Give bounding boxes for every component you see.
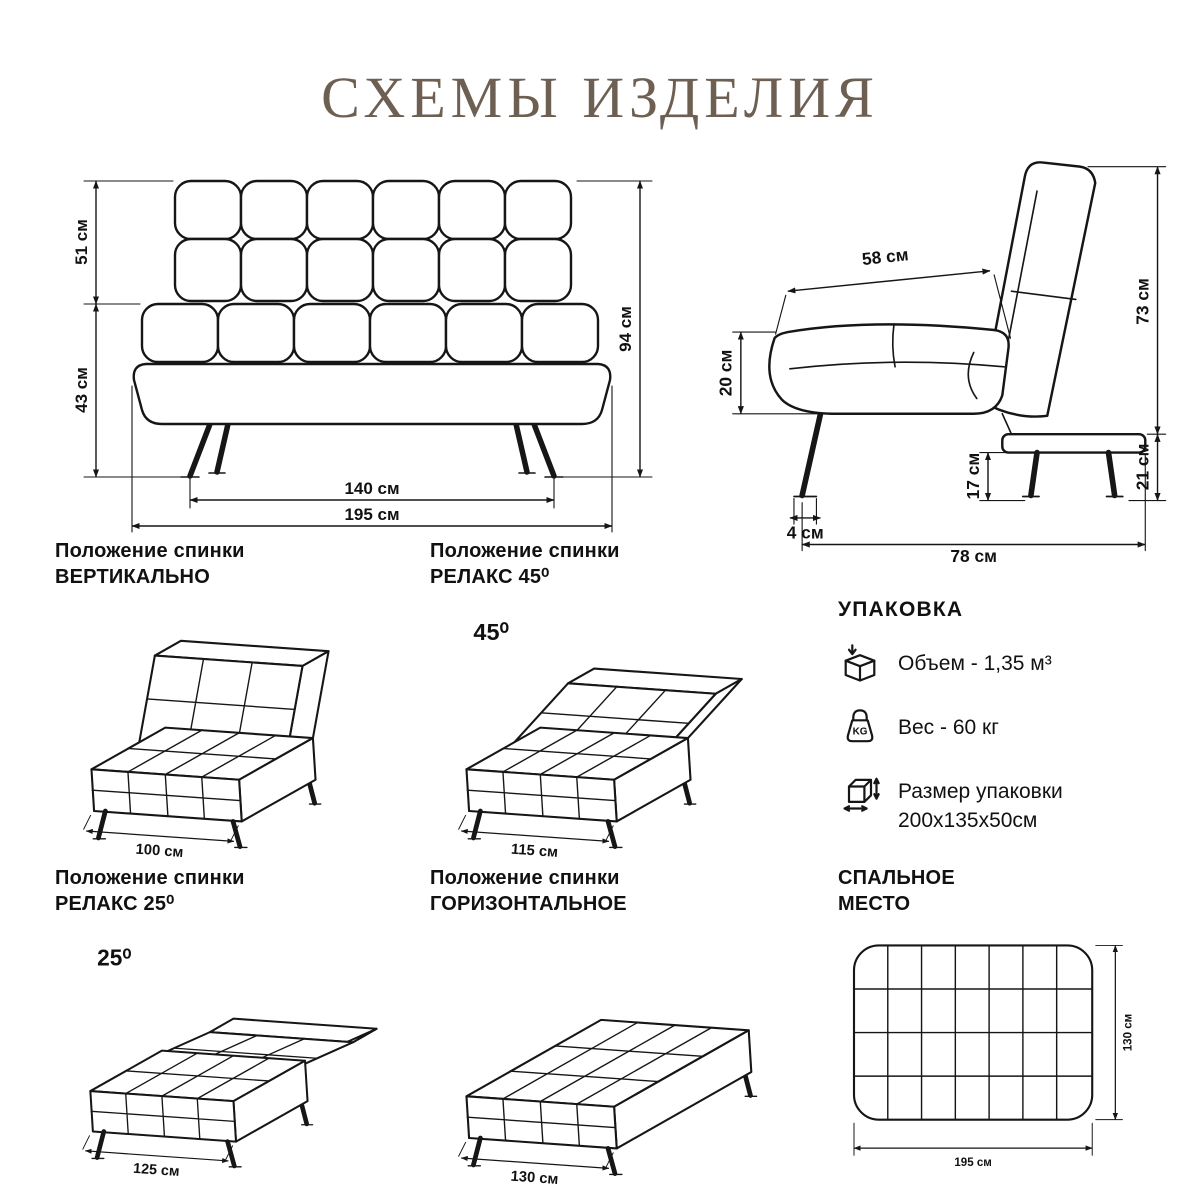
position-horizontal-dimension: 130 см xyxy=(458,1141,614,1186)
box-icon xyxy=(844,644,876,682)
dim-label-base-height: 21 см xyxy=(1132,444,1152,491)
dim-label-depth: 100 см xyxy=(135,842,184,859)
sleeping-area-dimensions: 130 см 195 см xyxy=(853,944,1134,1169)
packaging-section: УПАКОВКА Объем - 1,35 м³ KG Вес - 60 кг … xyxy=(838,598,1178,836)
sleeping-area-section: СПАЛЬНОЕ МЕСТО 130 см 195 см xyxy=(838,865,1178,1173)
angle-label-45: 45⁰ xyxy=(473,619,508,645)
weight-icon: KG xyxy=(846,709,874,743)
heading-line1: Положение спинки xyxy=(430,867,620,889)
packaging-title: УПАКОВКА xyxy=(838,598,964,621)
position-vertical-heading: Положение спинки ВЕРТИКАЛЬНО xyxy=(55,538,415,590)
dim-label-seat-front-height: 20 см xyxy=(716,350,736,397)
front-view-dimensions: 51 см 43 см 94 см 140 см 195 см xyxy=(72,180,653,533)
dim-label-total-height: 94 см xyxy=(616,306,635,352)
dim-label-width: 195 см xyxy=(954,1157,991,1169)
dim-label-foot: 4 см xyxy=(787,522,824,542)
side-view-dimensions: 58 см 73 см 21 см 20 см 17 см 4 см 78 см xyxy=(716,166,1167,566)
heading-line2: ГОРИЗОНТАЛЬНОЕ xyxy=(430,893,627,915)
heading-line2: РЕЛАКС 25⁰ xyxy=(55,893,175,915)
position-relax45-diagram: 45⁰ 115 см xyxy=(458,619,743,859)
dim-label-back-height: 73 см xyxy=(1132,278,1152,325)
packaging-size-row: Размер упаковки 200х135х50см xyxy=(838,770,1178,836)
sofa-side-drawing xyxy=(768,161,1147,499)
position-horizontal-diagram: 130 см xyxy=(458,1018,758,1186)
position-relax25-heading: Положение спинки РЕЛАКС 25⁰ xyxy=(55,865,415,917)
heading-line2: ВЕРТИКАЛЬНО xyxy=(55,566,210,588)
position-vertical-section: Положение спинки ВЕРТИКАЛЬНО xyxy=(55,538,415,859)
heading-line1: СПАЛЬНОЕ xyxy=(838,867,955,889)
packaging-weight-row: KG Вес - 60 кг xyxy=(838,706,1178,750)
dim-label-leg-height: 17 см xyxy=(963,453,983,500)
packaging-volume-row: Объем - 1,35 м³ xyxy=(838,642,1178,686)
heading-line2: МЕСТО xyxy=(838,893,911,915)
dim-label-back-height: 51 см xyxy=(72,219,91,265)
sofa-front-drawing xyxy=(132,179,612,479)
packaging-size-value: 200х135х50см xyxy=(898,809,1038,833)
dim-label-base-depth: 78 см xyxy=(950,546,997,566)
page-title: СХЕМЫ ИЗДЕЛИЯ xyxy=(321,65,879,130)
position-relax25-dimension: 125 см xyxy=(82,1135,234,1178)
package-size-icon xyxy=(843,777,880,812)
kg-label: KG xyxy=(853,727,868,738)
position-horizontal-section: Положение спинки ГОРИЗОНТАЛЬНОЕ 130 см xyxy=(430,865,790,1186)
dim-label-leg-span: 140 см xyxy=(344,479,399,498)
position-relax25-diagram: 25⁰ 125 см xyxy=(82,945,378,1178)
sleeping-area-diagram: 130 см 195 см xyxy=(852,944,1134,1169)
position-horizontal-heading: Положение спинки ГОРИЗОНТАЛЬНОЕ xyxy=(430,865,790,917)
packaging-volume-text: Объем - 1,35 м³ xyxy=(898,652,1052,675)
dim-label-depth: 130 см xyxy=(510,1169,559,1186)
dim-label-seat-height: 43 см xyxy=(72,367,91,413)
position-vertical-dimension: 100 см xyxy=(83,814,239,859)
packaging-size-text: Размер упаковки 200х135х50см xyxy=(898,770,1063,836)
dim-label-depth: 115 см xyxy=(510,842,558,859)
sofa-relax25-drawing xyxy=(89,1017,378,1169)
dim-label-depth: 125 см xyxy=(133,1161,180,1178)
position-relax45-section: Положение спинки РЕЛАКС 45⁰ 45⁰ xyxy=(430,538,790,859)
mattress-drawing xyxy=(852,944,1094,1121)
dim-label-seat-depth: 58 см xyxy=(861,244,909,269)
heading-line1: Положение спинки xyxy=(430,540,620,562)
packaging-size-label: Размер упаковки xyxy=(898,780,1063,803)
side-view-diagram: 58 см 73 см 21 см 20 см 17 см 4 см 78 см xyxy=(716,161,1167,566)
sofa-horizontal-drawing xyxy=(465,1018,758,1176)
sofa-relax45-drawing xyxy=(465,667,743,849)
heading-line2: РЕЛАКС 45⁰ xyxy=(430,566,550,588)
heading-line1: Положение спинки xyxy=(55,867,245,889)
dim-label-depth: 130 см xyxy=(1122,1014,1134,1051)
heading-line1: Положение спинки xyxy=(55,540,245,562)
angle-label-25: 25⁰ xyxy=(97,945,131,971)
sofa-vertical-drawing xyxy=(90,639,330,849)
dim-label-total-width: 195 см xyxy=(344,505,399,524)
position-vertical-diagram: 100 см xyxy=(83,639,330,859)
packaging-weight-text: Вес - 60 кг xyxy=(898,716,999,739)
position-relax25-section: Положение спинки РЕЛАКС 25⁰ 25⁰ xyxy=(55,865,415,1178)
sleeping-area-heading: СПАЛЬНОЕ МЕСТО xyxy=(838,865,1178,917)
position-relax45-dimension: 115 см xyxy=(458,814,614,859)
front-view-diagram: 51 см 43 см 94 см 140 см 195 см xyxy=(72,179,653,533)
position-relax45-heading: Положение спинки РЕЛАКС 45⁰ xyxy=(430,538,790,590)
